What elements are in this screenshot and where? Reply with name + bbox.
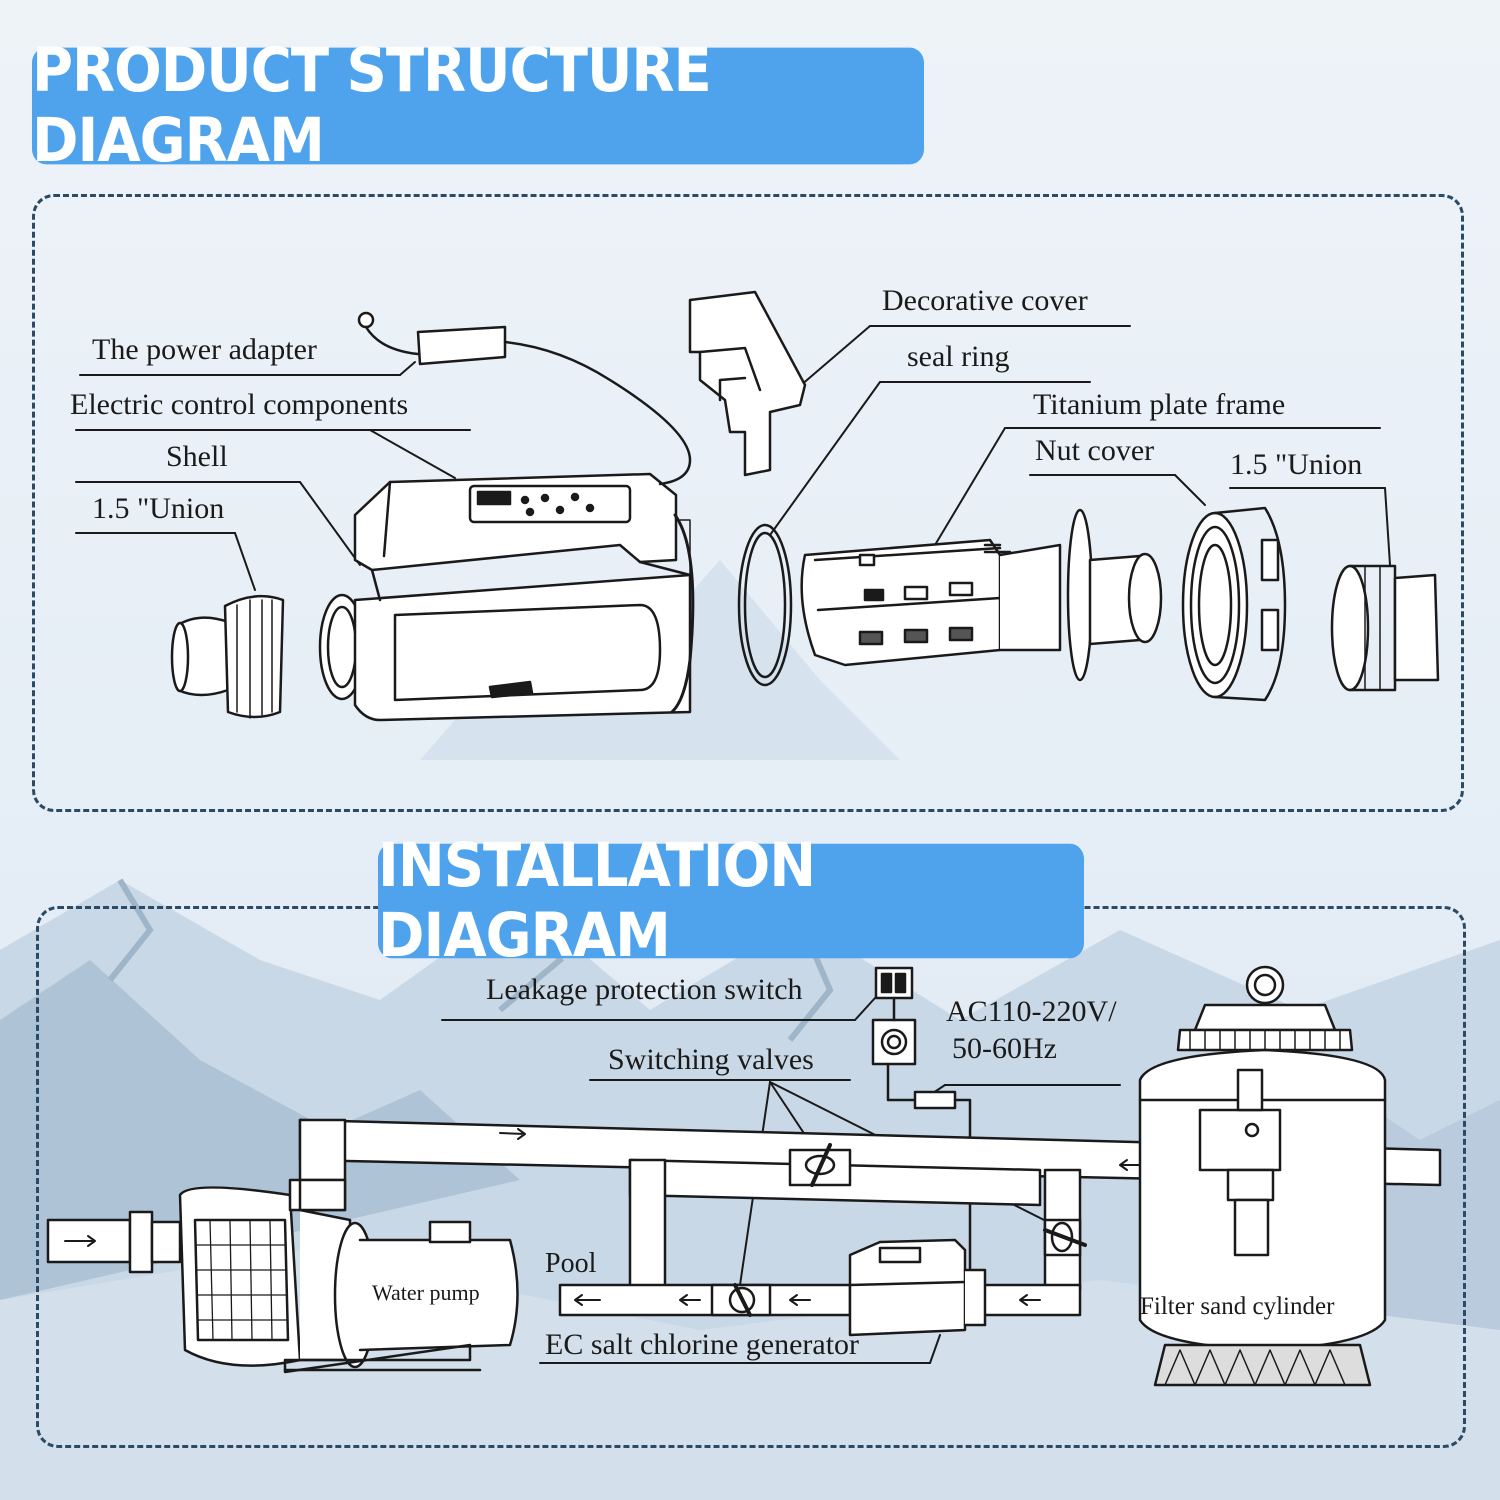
structure-leader-lines — [75, 325, 1391, 591]
label-water-pump: Water pump — [372, 1280, 480, 1305]
label-pool: Pool — [545, 1248, 597, 1279]
switching-valves — [710, 1143, 1087, 1317]
label-frequency: 50-60Hz — [952, 1032, 1057, 1065]
union-left-part — [170, 594, 285, 719]
decorative-cover-part — [688, 290, 807, 477]
label-switching-valves: Switching valves — [608, 1043, 814, 1076]
label-power-adapter: The power adapter — [92, 333, 317, 366]
label-filter: Filter sand cylinder — [1140, 1293, 1335, 1320]
label-titanium-frame: Titanium plate frame — [1033, 388, 1286, 421]
label-union-left: 1.5 "Union — [92, 492, 225, 525]
label-decorative-cover: Decorative cover — [882, 284, 1088, 317]
flow-arrows — [64, 1128, 1146, 1306]
titanium-frame-part — [800, 508, 1163, 682]
leakage-switch-part — [871, 966, 972, 1282]
label-seal-ring: seal ring — [907, 340, 1010, 373]
label-electric-control: Electric control components — [70, 388, 409, 421]
label-voltage: AC110-220V/ — [946, 995, 1117, 1028]
label-leakage-switch: Leakage protection switch — [486, 973, 803, 1006]
structure-diagram-panel — [32, 194, 1464, 812]
water-pump-part — [46, 1178, 519, 1374]
seal-ring-part — [737, 523, 793, 687]
union-right-part — [1330, 564, 1440, 692]
label-shell: Shell — [166, 440, 228, 473]
power-adapter-part — [357, 311, 692, 486]
label-union-right: 1.5 "Union — [1230, 448, 1363, 481]
label-ec-generator: EC salt chlorine generator — [545, 1328, 860, 1361]
label-nut-cover: Nut cover — [1035, 434, 1155, 467]
main-shell-part — [318, 472, 695, 722]
nut-cover-part — [1181, 506, 1287, 702]
filter-cylinder-part — [1138, 965, 1387, 1387]
ec-generator-inline — [848, 1238, 987, 1337]
